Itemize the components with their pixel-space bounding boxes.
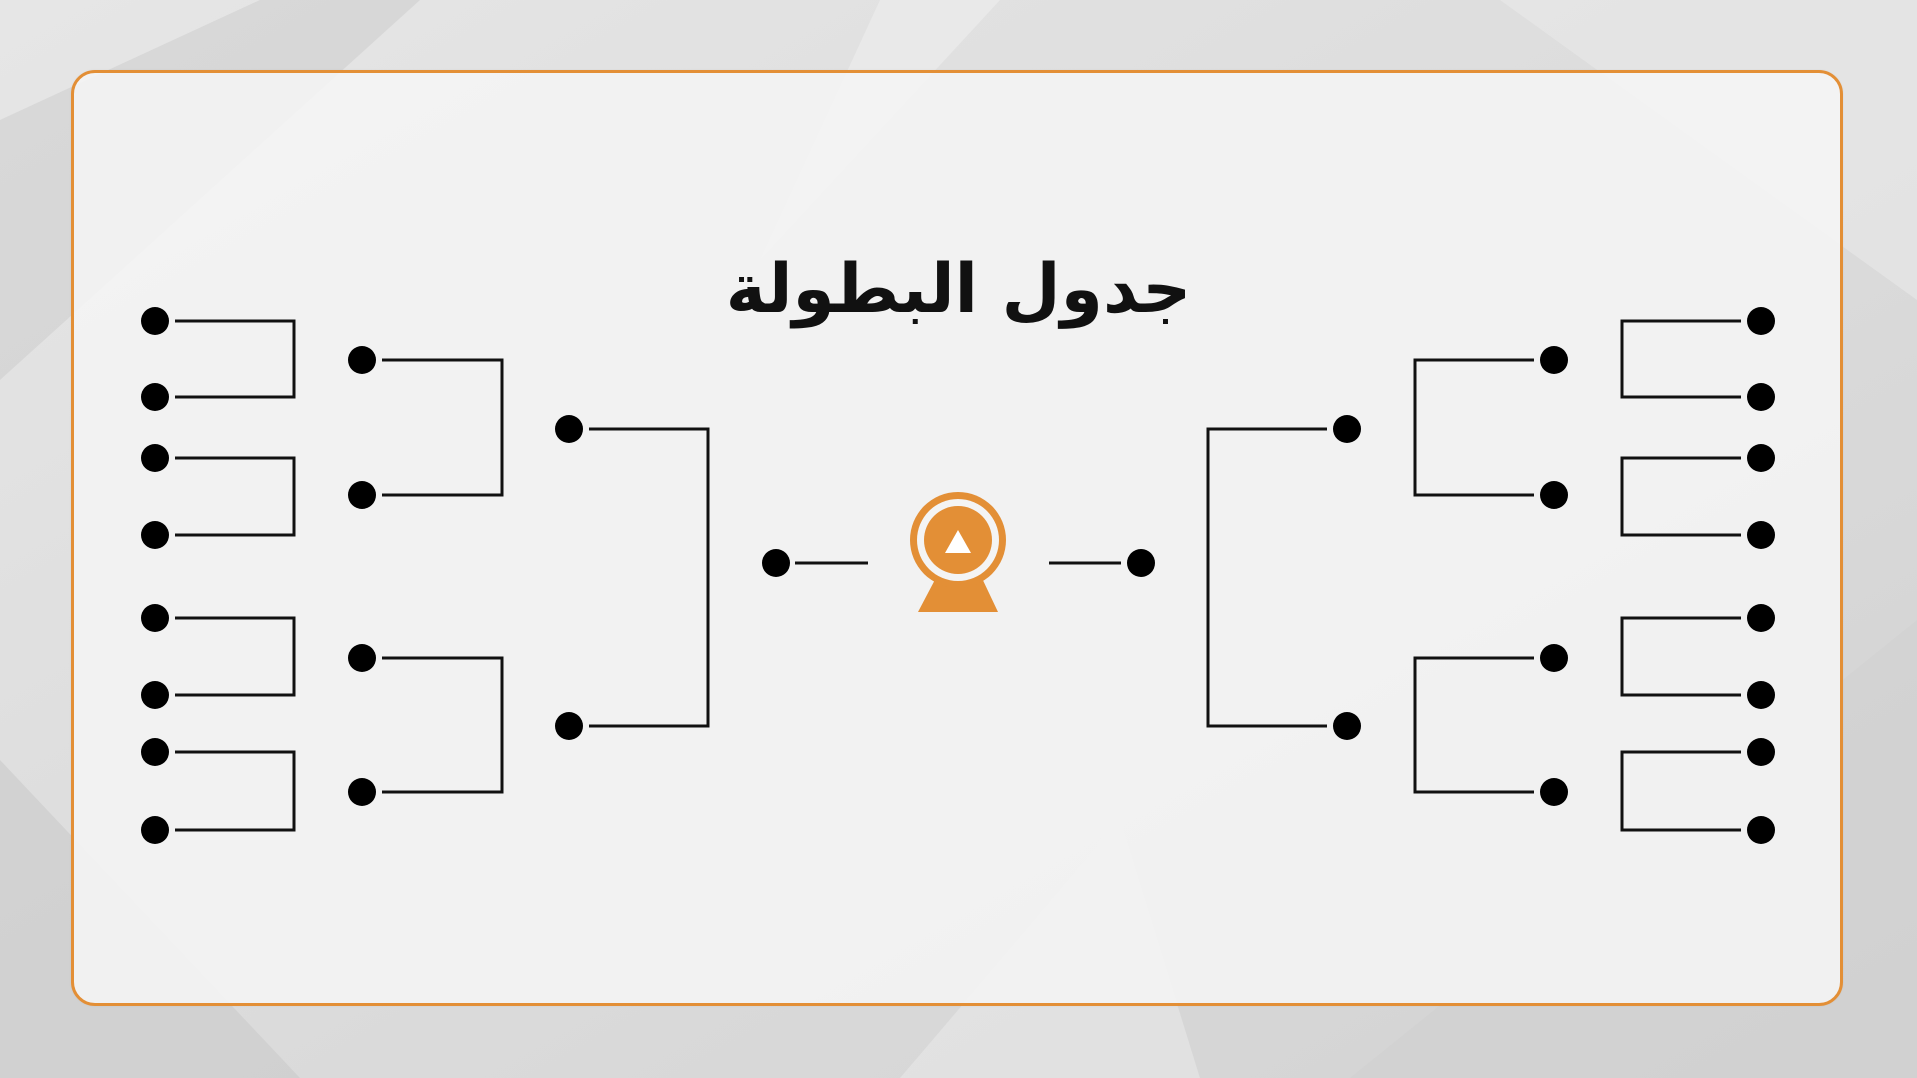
left-round1-slot-7 — [141, 738, 169, 766]
right-round3-slot-1 — [1333, 415, 1361, 443]
right-round1-slot-3 — [1747, 444, 1775, 472]
left-round2-connector-1 — [382, 358, 504, 497]
right-round1-slot-7 — [1747, 738, 1775, 766]
right-round3-connector — [1206, 427, 1327, 728]
page-title: جدول البطولة — [725, 250, 1192, 329]
left-round2-slot-3 — [348, 644, 376, 672]
right-round1-connector-3 — [1620, 616, 1741, 697]
left-round1-connector-2 — [175, 456, 296, 537]
left-round1-slot-6 — [141, 681, 169, 709]
right-round1-slot-8 — [1747, 816, 1775, 844]
left-round1-slot-8 — [141, 816, 169, 844]
right-round2-connector-1 — [1413, 358, 1534, 497]
right-round1-slot-6 — [1747, 681, 1775, 709]
left-round3-slot-2 — [555, 712, 583, 740]
left-round1-connector-4 — [175, 750, 296, 832]
left-final-slot — [762, 549, 790, 577]
left-round2-slot-1 — [348, 346, 376, 374]
right-round2-slot-3 — [1540, 644, 1568, 672]
trophy-medal-icon — [910, 492, 1006, 612]
left-round1-slot-3 — [141, 444, 169, 472]
right-round1-connector-2 — [1620, 456, 1741, 537]
left-round1-slot-5 — [141, 604, 169, 632]
right-round2-connector-2 — [1413, 656, 1534, 794]
right-round2-slot-4 — [1540, 778, 1568, 806]
left-round1-slot-2 — [141, 383, 169, 411]
left-round1-slot-4 — [141, 521, 169, 549]
left-round2-connector-2 — [382, 656, 504, 794]
left-round1-connector-1 — [175, 319, 296, 399]
right-round2-slot-2 — [1540, 481, 1568, 509]
left-round3-connector — [589, 427, 710, 728]
right-round1-slot-1 — [1747, 307, 1775, 335]
right-round1-slot-2 — [1747, 383, 1775, 411]
right-final-slot — [1127, 549, 1155, 577]
left-round1-connector-3 — [175, 616, 296, 697]
left-round2-slot-2 — [348, 481, 376, 509]
left-round1-slot-1 — [141, 307, 169, 335]
right-round1-connector-1 — [1620, 319, 1741, 399]
right-round3-slot-2 — [1333, 712, 1361, 740]
right-round1-slot-4 — [1747, 521, 1775, 549]
right-round1-connector-4 — [1620, 750, 1741, 832]
right-round2-slot-1 — [1540, 346, 1568, 374]
left-round3-slot-1 — [555, 415, 583, 443]
left-round2-slot-4 — [348, 778, 376, 806]
right-round1-slot-5 — [1747, 604, 1775, 632]
